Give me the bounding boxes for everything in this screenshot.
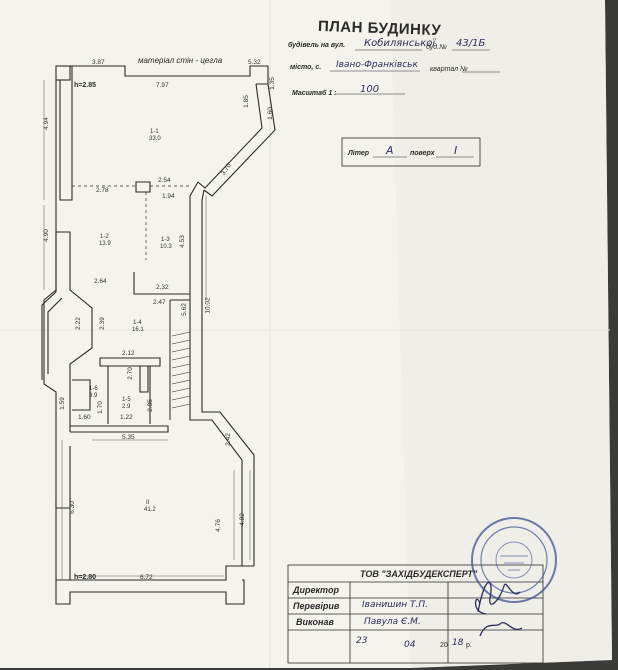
floor-value: I bbox=[454, 144, 458, 157]
room-area: 10.3 bbox=[160, 244, 172, 250]
dim-label: 1.22 bbox=[120, 414, 133, 421]
liter-value: А bbox=[386, 144, 394, 157]
checked-label: Перевірив bbox=[293, 601, 340, 611]
room-number: 1-2 bbox=[100, 234, 109, 240]
dim-label: 2.42 bbox=[224, 433, 232, 446]
dim-label: 2.47 bbox=[153, 299, 166, 306]
dim-label: 1.94 bbox=[162, 193, 175, 200]
room-number: 1-4 bbox=[133, 320, 142, 326]
checked-name: Іванишин Т.П. bbox=[362, 600, 429, 610]
dim-label: 10.02 bbox=[204, 297, 212, 314]
dim-label: 2.64 bbox=[94, 278, 107, 285]
room-area: 16.1 bbox=[132, 327, 144, 333]
dim-label: 4.90 bbox=[42, 229, 50, 242]
scale-label: Масштаб 1 : bbox=[292, 90, 337, 97]
dim-label: 6.30 bbox=[68, 501, 76, 514]
city-value: Івано-Франківськ bbox=[336, 60, 418, 70]
room-number: 1-1 bbox=[150, 129, 159, 135]
room-number: 1-5 bbox=[122, 397, 131, 403]
street-label: будівель на вул. bbox=[288, 42, 346, 49]
date-suffix: р. bbox=[466, 642, 472, 649]
dim-label: 5.32 bbox=[248, 59, 261, 66]
dim-label: 6.72 bbox=[140, 574, 153, 581]
room-area: 13.9 bbox=[99, 241, 111, 247]
signatures bbox=[474, 581, 523, 637]
dim-label: 1.70 bbox=[96, 401, 104, 414]
ceiling-height-bottom: h=2.80 bbox=[74, 574, 96, 581]
liter-label: Літер bbox=[348, 150, 370, 157]
date-year-prefix: 20 bbox=[440, 642, 448, 649]
house-value: 43/1Б bbox=[456, 38, 486, 49]
room-area: 3.9 bbox=[89, 393, 98, 399]
room-number: 1-6 bbox=[89, 386, 98, 392]
made-label: Виконав bbox=[296, 617, 334, 627]
made-name: Павула Є.М. bbox=[364, 617, 421, 627]
dim-label: 2.32 bbox=[156, 284, 169, 291]
dim-label: 2.78 bbox=[96, 187, 109, 194]
dim-label: 1.85 bbox=[242, 95, 250, 108]
dim-label: 3.87 bbox=[92, 59, 105, 66]
company-name: ТОВ "ЗАХІДБУДЕКСПЕРТ" bbox=[360, 569, 478, 579]
dim-label: 4.94 bbox=[42, 117, 50, 130]
dim-label: 2.22 bbox=[74, 317, 82, 330]
room-number: II bbox=[146, 500, 150, 506]
block-label: квартал № bbox=[430, 66, 468, 73]
date-day: 23 bbox=[356, 636, 368, 646]
dim-label: 2.70 bbox=[126, 367, 134, 380]
city-label: місто, с. bbox=[290, 64, 322, 71]
dim-label: 1.59 bbox=[58, 397, 66, 410]
material-note: матеріал стін - цегла bbox=[138, 56, 223, 65]
dim-label: 4.53 bbox=[178, 235, 186, 248]
dim-label: 7.97 bbox=[156, 82, 169, 89]
dim-label: 4.82 bbox=[238, 513, 246, 526]
dim-label: 2.85 bbox=[146, 399, 154, 412]
date-month: 04 bbox=[404, 640, 416, 650]
dim-label: 5.35 bbox=[122, 434, 135, 441]
room-area: 33.0 bbox=[149, 136, 161, 142]
floor-label: поверх bbox=[410, 150, 435, 157]
ceiling-height-top: h=2.85 bbox=[74, 82, 96, 89]
dim-label: 5.62 bbox=[180, 303, 188, 316]
dim-label: 1.35 bbox=[268, 77, 276, 90]
dim-label: 1.60 bbox=[78, 414, 91, 421]
room-area: 2.9 bbox=[122, 404, 131, 410]
house-label: буд.№ bbox=[426, 44, 447, 51]
date-year: 18 bbox=[452, 638, 464, 648]
director-label: Директор bbox=[293, 585, 339, 595]
dim-label: 2.54 bbox=[158, 177, 171, 184]
dim-label: 4.76 bbox=[214, 519, 222, 532]
scale-value: 100 bbox=[360, 84, 380, 95]
street-value: Кобилянської bbox=[364, 38, 436, 49]
room-number: 1-3 bbox=[161, 237, 170, 243]
room-area: 41.2 bbox=[144, 507, 156, 513]
dim-label: 1.60 bbox=[266, 107, 274, 120]
dim-label: 2.39 bbox=[98, 317, 106, 330]
dim-label: 2.12 bbox=[122, 350, 135, 357]
